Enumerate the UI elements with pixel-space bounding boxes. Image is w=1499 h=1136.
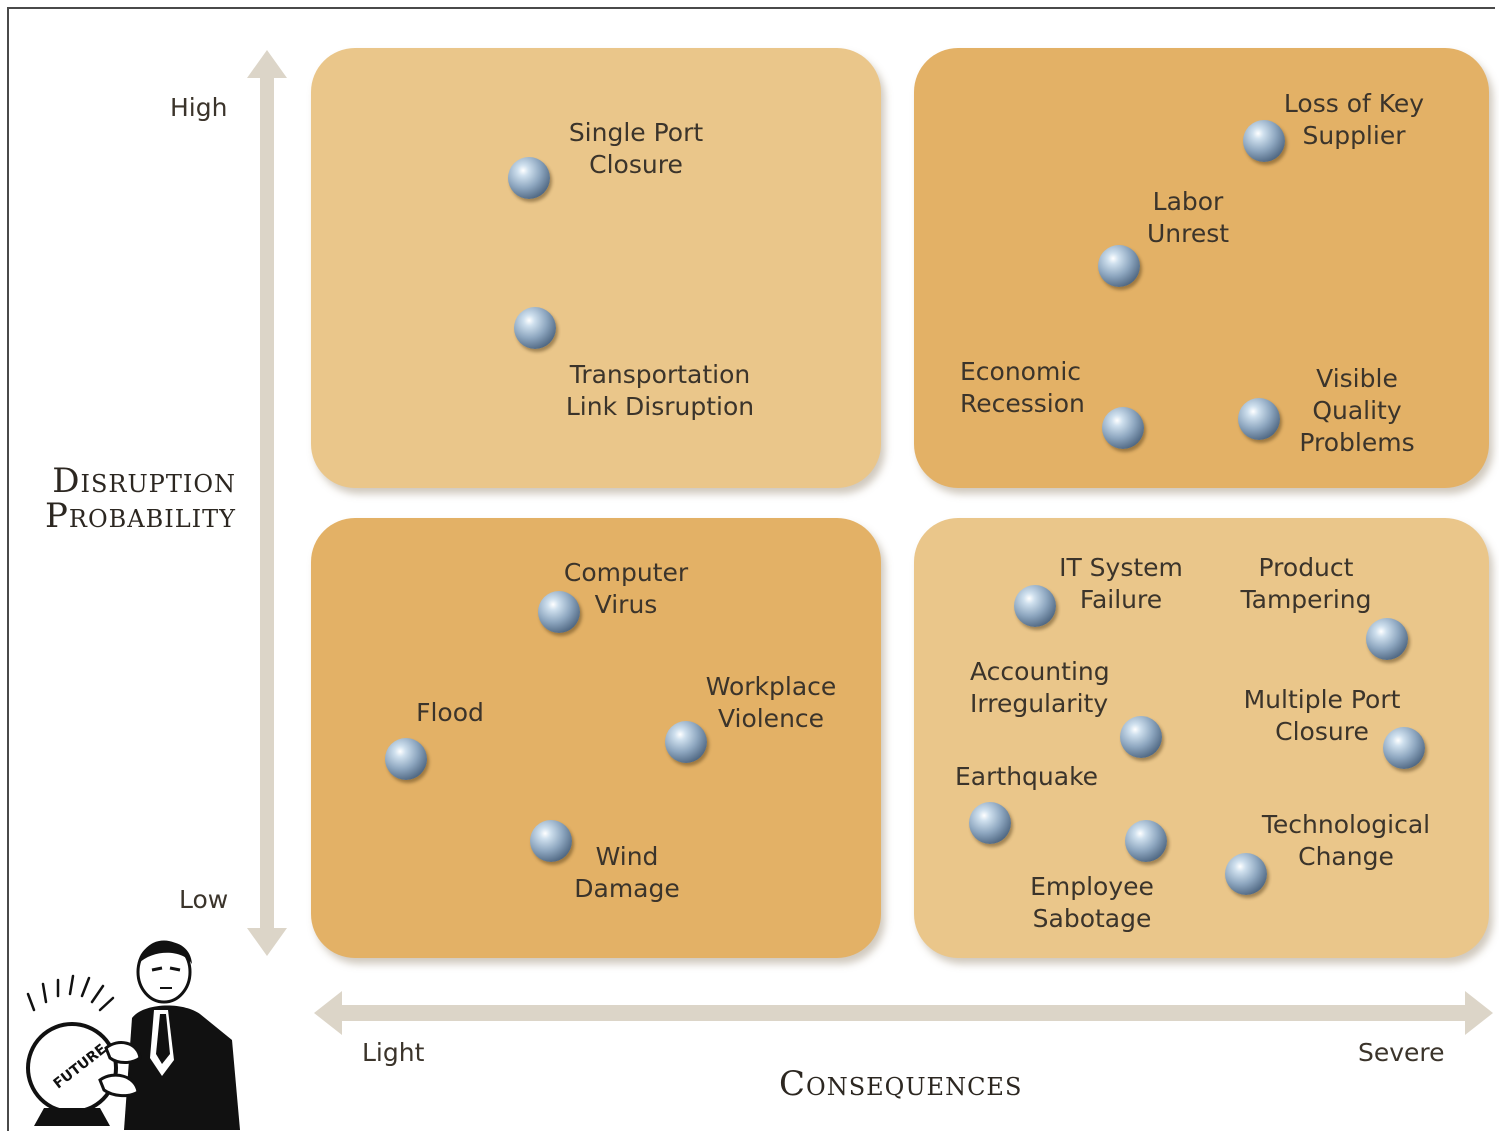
risk-label: Accounting Irregularity <box>970 657 1110 718</box>
risk-marker <box>1125 820 1167 862</box>
risk-label: Flood <box>416 698 484 727</box>
risk-marker <box>1120 716 1162 758</box>
risk-marker <box>514 307 556 349</box>
risk-label: Labor Unrest <box>1146 187 1230 248</box>
risk-label: Workplace Violence <box>705 672 837 733</box>
risk-label: Earthquake <box>955 762 1099 791</box>
risk-label: IT System Failure <box>1059 553 1183 614</box>
fortune-teller-crystal-ball-icon: FUTURE <box>26 940 240 1130</box>
risk-marker <box>1102 407 1144 449</box>
risk-marker <box>1238 398 1280 440</box>
risk-label: Transportation Link Disruption <box>565 360 755 421</box>
consequences-light-label: Light <box>362 1038 425 1067</box>
risk-marker <box>1225 853 1267 895</box>
risk-marker <box>1366 618 1408 660</box>
risk-label: Computer Virus <box>563 558 689 619</box>
risk-marker <box>385 738 427 780</box>
probability-low-label: Low <box>179 885 229 914</box>
quadrant-high-probability-severe-consequences <box>914 48 1489 488</box>
risk-label: Visible Quality Problems <box>1299 364 1415 457</box>
quadrant-high-probability-light-consequences <box>311 48 881 488</box>
risk-label: Product Tampering <box>1240 553 1372 614</box>
risk-marker <box>508 157 550 199</box>
risk-label: Technological Change <box>1261 810 1431 871</box>
risk-marker <box>969 802 1011 844</box>
horizontal-axis-arrow <box>314 991 1493 1035</box>
risk-label: Economic Recession <box>960 357 1085 418</box>
consequences-severe-label: Severe <box>1358 1038 1445 1067</box>
risk-label: Single Port Closure <box>568 118 704 179</box>
risk-label: Multiple Port Closure <box>1243 685 1401 746</box>
horizontal-axis-title: Consequences <box>779 1064 1023 1104</box>
figure-frame <box>7 7 1495 1131</box>
probability-high-label: High <box>170 93 228 122</box>
vertical-axis-arrow <box>247 50 287 956</box>
risk-label: Loss of Key Supplier <box>1283 89 1425 150</box>
risk-label: Wind Damage <box>574 842 680 903</box>
risk-marker <box>1383 727 1425 769</box>
risk-marker <box>1243 120 1285 162</box>
risk-marker <box>665 721 707 763</box>
risk-marker <box>1098 245 1140 287</box>
risk-marker <box>1014 585 1056 627</box>
risk-marker <box>538 591 580 633</box>
risk-label: Employee Sabotage <box>1030 872 1154 933</box>
vertical-axis-title: Disruption Probability <box>45 461 236 536</box>
risk-marker <box>530 820 572 862</box>
